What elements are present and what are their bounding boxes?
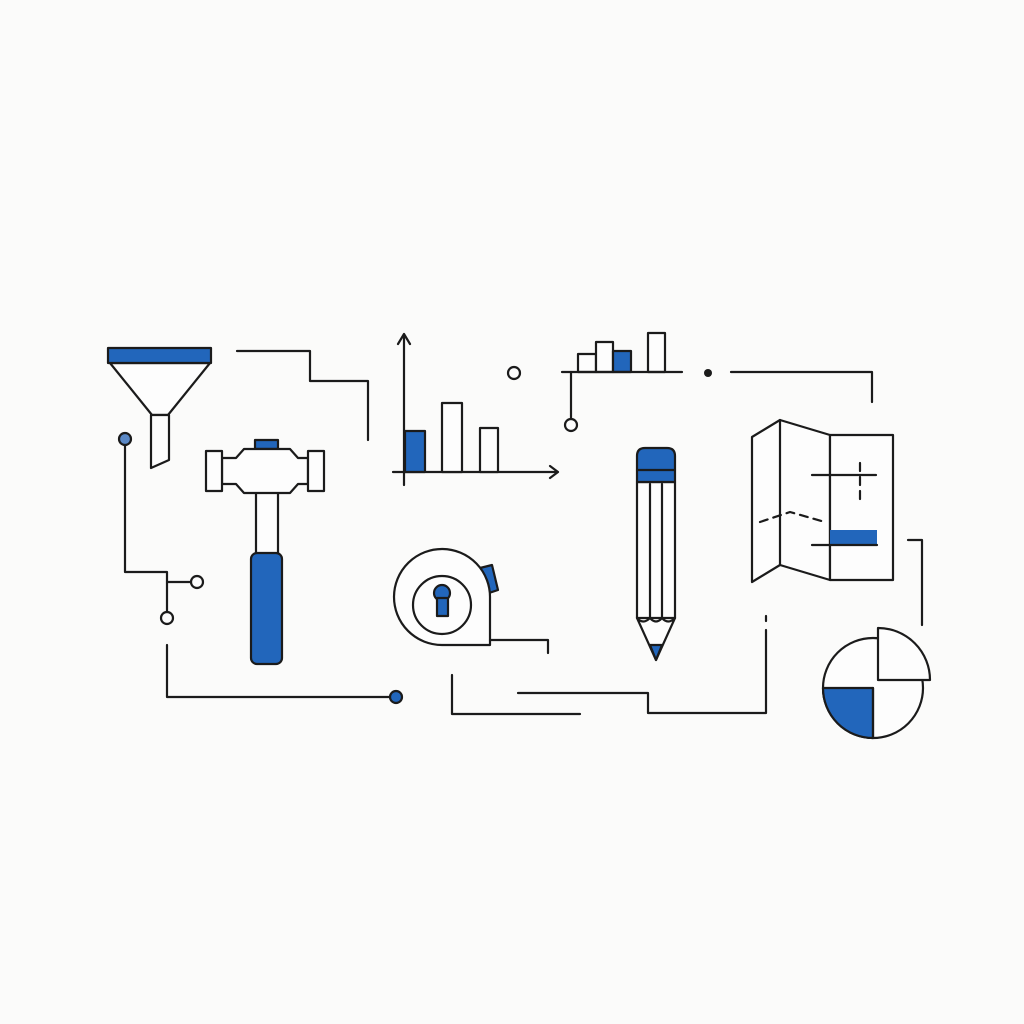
bar [594,340,615,374]
funnel-icon [106,346,213,470]
node-dot [388,689,404,705]
bar [646,331,667,374]
connector-line [235,349,370,442]
node-dot [506,365,522,381]
folded-map-icon [750,418,895,584]
bar [403,429,427,474]
bar [611,349,633,374]
connector-line [165,643,392,699]
tape-measure-icon [392,547,550,655]
bar [440,401,464,474]
bar [478,426,500,474]
node-dot [563,417,579,433]
mini-bar-chart-icon [560,331,684,374]
connector-lines [117,349,924,716]
node-dot [117,431,133,447]
pie-slice [821,686,875,740]
connector-line [906,538,924,627]
connector-line [123,443,169,614]
connector-line [450,673,582,716]
connector-line [729,370,874,404]
hammer-icon [204,438,326,666]
node-dot [189,574,205,590]
bar [576,352,598,374]
bar-chart-icon [391,332,560,487]
pie-slice [876,626,932,682]
node-dot [159,610,175,626]
node-dot [704,369,712,377]
pie-chart-icon [821,626,932,740]
connector-line [516,628,768,715]
pencil-icon [635,446,677,662]
